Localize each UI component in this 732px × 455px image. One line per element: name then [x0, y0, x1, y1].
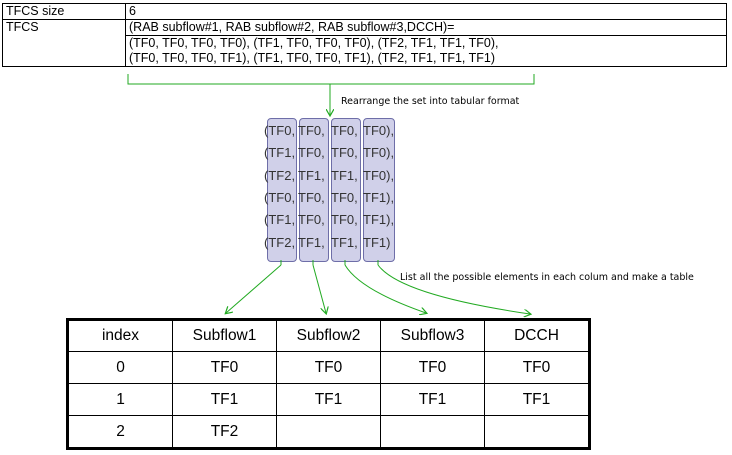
tf-cell: TF0, [298, 145, 325, 161]
table-cell: TF1 [484, 383, 590, 416]
column-header: Subflow1 [172, 319, 277, 352]
tf-cell: TF0, [331, 189, 358, 205]
tf-cell: TF0), [363, 123, 395, 138]
tf-cell: (TF1, [264, 212, 296, 228]
tfcs-values-line1: (TF0, TF0, TF0, TF0), (TF1, TF0, TF0, TF… [129, 36, 499, 50]
table-cell: TF1 [276, 383, 381, 416]
column-box-subflow2 [299, 118, 329, 262]
tf-cell: TF1, [298, 167, 325, 183]
table-cell: TF0 [172, 351, 277, 384]
tf-cell: TF0), [363, 145, 395, 161]
tfcs-values: (TF0, TF0, TF0, TF0), (TF1, TF0, TF0, TF… [125, 35, 727, 67]
table-cell: 1 [67, 383, 173, 416]
table-cell: 0 [67, 351, 173, 384]
table-cell: TF2 [172, 415, 277, 449]
tf-cell: (TF2, [264, 234, 296, 250]
table-cell: TF0 [276, 351, 381, 384]
bracket-line [127, 74, 535, 85]
arrow-subflow1 [226, 264, 282, 313]
tf-cell: TF1, [298, 234, 325, 250]
tf-cell: (TF0, [264, 123, 296, 138]
list-note: List all the possible elements in each c… [400, 272, 694, 283]
arrow-subflow2 [312, 264, 326, 313]
tf-cell: (TF2, [264, 167, 296, 183]
arrow-dcch [377, 264, 530, 314]
column-header: Subflow3 [380, 319, 485, 352]
tf-cell: TF0, [298, 189, 325, 205]
table-cell: TF0 [380, 351, 485, 384]
column-header: Subflow2 [276, 319, 381, 352]
tf-cell: TF0, [298, 212, 325, 228]
tf-cell: TF0), [363, 167, 395, 183]
tf-cell: (TF0, [264, 189, 296, 205]
tfcs-values-line2: (TF0, TF0, TF0, TF1), (TF1, TF0, TF0, TF… [129, 51, 496, 65]
rearrange-note: Rearrange the set into tabular format [341, 96, 520, 107]
table-row: TFCS (RAB subflow#1, RAB subflow#2, RAB … [2, 19, 727, 67]
tf-cell: TF1) [363, 234, 391, 250]
table-cell: TF1 [380, 383, 485, 416]
column-box-dcch [363, 118, 395, 262]
table-row: (TF0, TF0, TF0, TF0), (TF1, TF0, TF0, TF… [3, 35, 727, 67]
tf-cell: TF0, [331, 123, 358, 138]
table-cell: TF0 [484, 351, 590, 384]
tfcs-label: TFCS [2, 19, 126, 67]
tf-cell: TF1, [331, 234, 358, 250]
tf-cell: TF0, [331, 212, 358, 228]
tf-cell: TF0, [331, 145, 358, 161]
arrow-subflow3 [344, 264, 426, 313]
table-cell [484, 415, 590, 449]
table-cell [380, 415, 485, 449]
tf-cell: TF1), [363, 212, 395, 228]
table-cell: 2 [67, 415, 173, 449]
column-box-subflow1 [267, 118, 297, 262]
tf-cell: (TF1, [264, 145, 296, 161]
tf-cell: TF1, [331, 167, 358, 183]
table-cell [276, 415, 381, 449]
column-header: DCCH [484, 319, 590, 352]
tf-cell: TF1), [363, 189, 395, 205]
table-cell: TF1 [172, 383, 277, 416]
tfcs-table: TFCS size 6 TFCS (RAB subflow#1, RAB sub… [2, 3, 727, 67]
tf-cell: TF0, [298, 123, 325, 138]
column-header: index [67, 319, 173, 352]
column-box-subflow3 [331, 118, 361, 262]
